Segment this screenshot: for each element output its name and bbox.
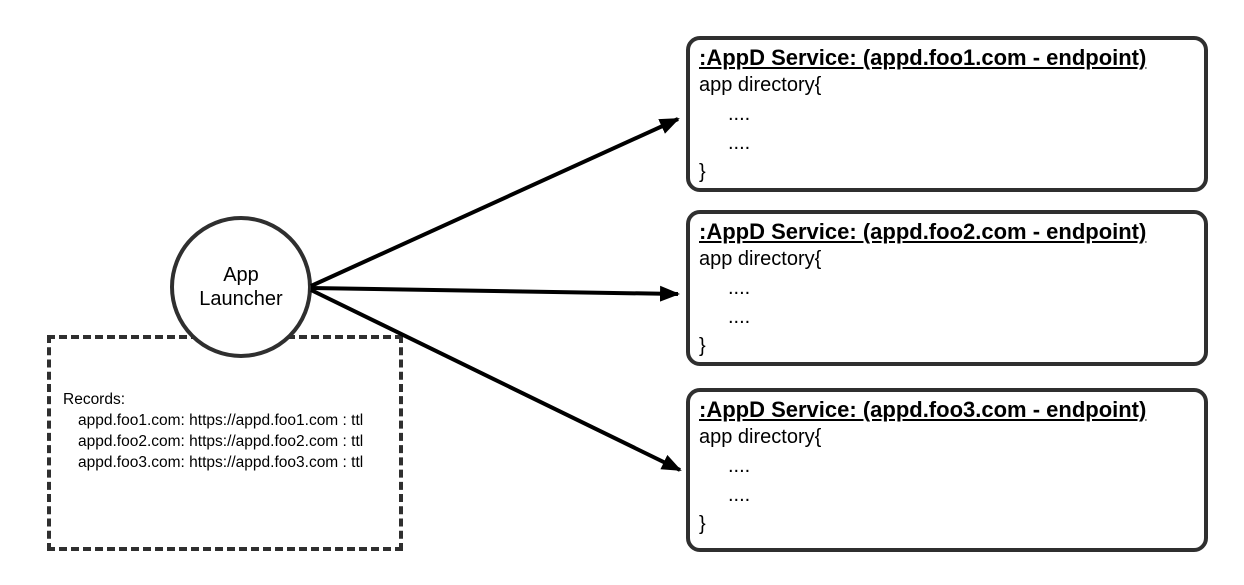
service-node-foo1: :AppD Service: (appd.foo1.com - endpoint… — [686, 36, 1208, 192]
service-body-close: } — [699, 335, 706, 357]
service-body-dots: .... — [728, 484, 751, 506]
arrow-to-service-2 — [310, 285, 680, 302]
service-title: :AppD Service: (appd.foo3.com - endpoint… — [699, 397, 1147, 422]
app-launcher-label-line1: App — [223, 264, 259, 286]
service-body-dots: .... — [728, 132, 751, 154]
service-body-dots: .... — [728, 103, 751, 125]
record-entry: appd.foo3.com: https://appd.foo3.com : t… — [78, 454, 364, 471]
service-body-open: app directory{ — [699, 248, 822, 270]
service-node-foo2: :AppD Service: (appd.foo2.com - endpoint… — [686, 210, 1208, 366]
records-title: Records: — [63, 391, 126, 408]
arrow-to-service-1 — [310, 117, 680, 288]
service-body-open: app directory{ — [699, 426, 822, 448]
records-box: Records: appd.foo1.com: https://appd.foo… — [47, 335, 403, 551]
service-title: :AppD Service: (appd.foo1.com - endpoint… — [699, 45, 1147, 70]
service-body-dots: .... — [728, 455, 751, 477]
app-launcher-node: App Launcher — [170, 216, 312, 358]
service-body-close: } — [699, 513, 706, 535]
records-entries: appd.foo1.com: https://appd.foo1.com : t… — [63, 410, 399, 473]
record-entry: appd.foo1.com: https://appd.foo1.com : t… — [78, 412, 364, 429]
service-body-dots: .... — [728, 306, 751, 328]
record-entry: appd.foo2.com: https://appd.foo2.com : t… — [78, 433, 364, 450]
service-node-foo3: :AppD Service: (appd.foo3.com - endpoint… — [686, 388, 1208, 552]
service-body-dots: .... — [728, 277, 751, 299]
service-title: :AppD Service: (appd.foo2.com - endpoint… — [699, 219, 1147, 244]
app-launcher-label-line2: Launcher — [199, 288, 283, 310]
service-body-open: app directory{ — [699, 74, 822, 96]
service-body-close: } — [699, 161, 706, 183]
